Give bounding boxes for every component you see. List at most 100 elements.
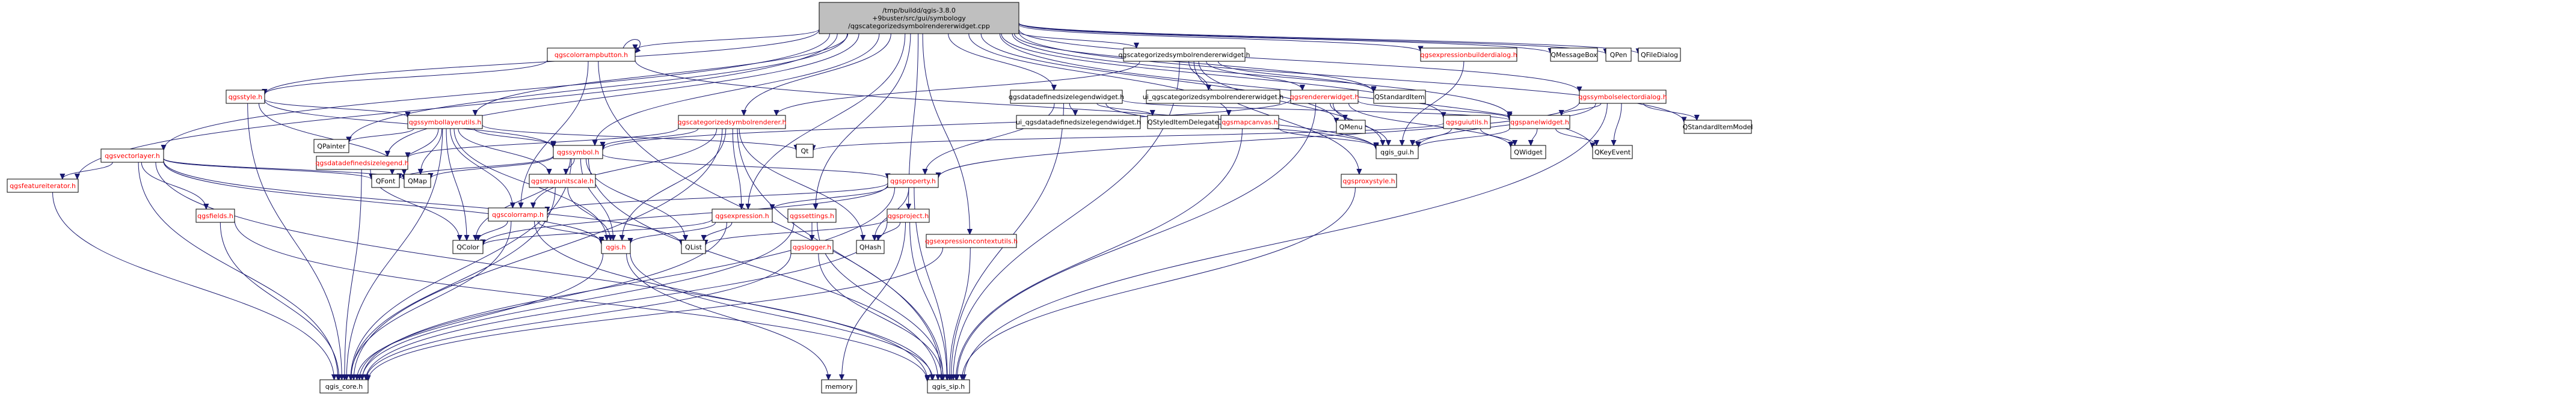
- edge-qgsexpression-to-qgis_core: [360, 222, 727, 380]
- edge-qgsexpressionbuilderdialog-to-qgis_gui: [1402, 61, 1465, 145]
- node-label-qgsrendererwidget: qgsrendererwidget.h: [1290, 93, 1359, 101]
- node-qgssymbollayerutils[interactable]: qgssymbollayerutils.h: [407, 115, 483, 129]
- edge-qgssymbol-to-qgis_core: [351, 158, 572, 380]
- node-box-ui_qgsdatadefined: [1016, 115, 1141, 129]
- edge-qgscategorizedsymbolrenderer-to-qgis_core: [354, 128, 723, 380]
- node-label-qgscolorramp: qgscolorramp.h: [492, 211, 544, 219]
- edge-qgssymbolselectordialog-to-qkeyevent: [1614, 103, 1622, 145]
- node-box-qt: [796, 144, 814, 158]
- node-box-qgsproperty: [887, 174, 939, 188]
- node-qgscolorramp[interactable]: qgscolorramp.h: [488, 207, 548, 222]
- node-qkeyevent: QKeyEvent: [1592, 145, 1633, 159]
- edge-root-to-qgsfeatureiterator: [77, 33, 838, 179]
- node-label-qgscategorizedsymbolrendererwidget_h: qgscategorizedsymbolrendererwidget.h: [1118, 51, 1250, 59]
- node-qgsvectorlayer[interactable]: qgsvectorlayer.h: [100, 148, 164, 163]
- node-qgssymbol[interactable]: qgssymbol.h: [553, 145, 603, 159]
- edge-qgscolorrampbutton-to-qgsstyle: [265, 59, 548, 94]
- node-label-qfiledialog: QFileDialog: [1641, 51, 1678, 59]
- node-box-qwidget: [1510, 145, 1546, 159]
- edge-qgscolorrampbutton-to-qgis_gui: [635, 59, 1376, 150]
- edge-qgsvectorlayer-to-qgis_sip: [155, 162, 927, 380]
- node-qgssettings[interactable]: qgssettings.h: [787, 209, 837, 223]
- edge-qgsfeatureiterator-to-qgis_core: [52, 192, 334, 380]
- edge-qgscolorramp-to-qgis_h: [537, 221, 601, 242]
- node-qgsproject[interactable]: qgsproject.h: [887, 209, 930, 223]
- edge-qgscolorramp-to-qcolor: [478, 221, 508, 240]
- edge-qgsexpression-to-qlist: [704, 222, 733, 240]
- node-box-qgssymbollayerutils: [407, 115, 483, 129]
- edge-qgscategorizedsymbolrendererwidget_h-to-qgscategorizedsymbolrenderer: [776, 61, 1140, 115]
- node-qgsexpressioncontextutils[interactable]: qgsexpressioncontextutils.h: [925, 234, 1018, 248]
- node-qgis_h[interactable]: qgis.h: [601, 240, 631, 254]
- node-label-qmessagebox: QMessageBox: [1551, 51, 1597, 59]
- node-qgis_gui: qgis_gui.h: [1376, 145, 1419, 159]
- edge-qgssettings-to-qgis_core: [362, 222, 795, 380]
- node-label-qgis_core: qgis_core.h: [325, 383, 363, 391]
- node-box-qgssettings: [787, 209, 837, 223]
- node-qmap: QMap: [404, 174, 431, 188]
- node-qgscategorizedsymbolrenderer[interactable]: qgscategorizedsymbolrenderer.h: [678, 115, 787, 129]
- edge-qgsproject-to-qgis_sip: [909, 222, 947, 380]
- edge-root-to-qgsexpressionbuilderdialog: [1018, 24, 1421, 52]
- edge-qgssymbol-to-qgis_h: [580, 158, 613, 240]
- node-label-qgsguiutils: qgsguiutils.h: [1446, 118, 1488, 126]
- node-box-qmessagebox: [1550, 47, 1598, 62]
- node-box-qstandarditemmodel: [1683, 120, 1752, 134]
- node-label-qgsdatadefinedsizelegend: qgsdatadefinedsizelegend.h: [315, 159, 408, 167]
- edge-qgis_h-to-qgis_sip: [630, 253, 933, 380]
- node-qgsstyle[interactable]: qgsstyle.h: [226, 90, 265, 104]
- edge-root-to-qgssettings: [816, 33, 911, 209]
- node-box-qgsmapcanvas: [1220, 115, 1279, 129]
- node-label-qgsstyle: qgsstyle.h: [229, 93, 263, 101]
- node-label-qgsexpression: qgsexpression.h: [715, 212, 769, 220]
- node-box-qstandarditem: [1373, 90, 1426, 104]
- node-qgsdatadefinedsizelegend[interactable]: qgsdatadefinedsizelegend.h: [315, 156, 409, 170]
- edge-qgspanelwidget-to-qgis_gui: [1418, 128, 1510, 148]
- edge-qgsrendererwidget-to-qgis_sip: [957, 103, 1317, 380]
- node-box-qgsdatadefinedsizelegend: [316, 156, 408, 170]
- edge-root-to-qmenu: [980, 33, 1336, 123]
- node-qgsmapunitscale[interactable]: qgsmapunitscale.h: [529, 174, 596, 188]
- edge-qgsproject-to-qhash: [878, 222, 901, 240]
- node-qfiledialog: QFileDialog: [1638, 47, 1681, 62]
- edge-qgsdatadefinedsizelegend-to-qgis_core: [345, 169, 362, 380]
- node-qgsexpressionbuilderdialog[interactable]: qgsexpressionbuilderdialog.h: [1420, 47, 1517, 62]
- edge-qgsexpressioncontextutils-to-qgis_sip: [950, 247, 971, 380]
- edge-qgsfields-to-qgis_sip: [234, 220, 927, 382]
- node-label-qwidget: QWidget: [1514, 148, 1543, 156]
- node-qgssymbolselectordialog[interactable]: qgssymbolselectordialog.h: [1578, 90, 1667, 104]
- node-qgsfeatureiterator[interactable]: qgsfeatureiterator.h: [7, 178, 79, 193]
- node-qgsrendererwidget[interactable]: qgsrendererwidget.h: [1290, 90, 1359, 104]
- edge-qgsvectorlayer-to-qgsfields: [141, 162, 206, 209]
- node-qgsmapcanvas[interactable]: qgsmapcanvas.h: [1220, 115, 1279, 129]
- node-box-qgsvectorlayer: [100, 148, 164, 163]
- edge-root-to-qgsstyle: [265, 29, 820, 94]
- edge-qgscategorizedsymbolrenderer-to-qgsexpression: [732, 128, 742, 209]
- edges-layer: [52, 22, 1697, 382]
- node-box-qgssymbol: [553, 145, 603, 159]
- edge-qgscategorizedsymbolrenderer-to-qhash: [739, 128, 863, 240]
- edge-qgssymbollayerutils-to-qt: [482, 124, 796, 150]
- edge-qgscategorizedsymbolrendererwidget_h-to-qgis_sip: [953, 61, 1180, 380]
- node-qgsguiutils[interactable]: qgsguiutils.h: [1443, 115, 1491, 129]
- node-qgsexpression[interactable]: qgsexpression.h: [712, 209, 773, 223]
- node-label-root-1: +9buster/src/gui/symbology: [872, 14, 966, 22]
- edge-qgsmapcanvas-to-qgis_sip: [956, 128, 1243, 380]
- edge-qgscategorizedsymbolrenderer-to-qgsdatadefinedsizelegend: [408, 127, 679, 158]
- node-qgscolorrampbutton[interactable]: qgscolorrampbutton.h: [547, 47, 636, 62]
- edge-qgscolorrampbutton-to-qgscolorramp: [521, 61, 589, 208]
- node-label-qgsmapunitscale: qgsmapunitscale.h: [531, 177, 594, 185]
- node-qgspanelwidget[interactable]: qgspanelwidget.h: [1509, 115, 1570, 129]
- node-qgslogger[interactable]: qgslogger.h: [790, 240, 834, 254]
- edge-qgsproxystyle-to-qgis_sip: [962, 187, 1356, 380]
- edge-qgsvectorlayer-to-qlist: [163, 160, 681, 245]
- node-label-qgssymbolselectordialog: qgssymbolselectordialog.h: [1578, 93, 1667, 101]
- edge-root-to-qfiledialog: [1018, 22, 1638, 53]
- node-box-root: [819, 2, 1019, 34]
- node-label-ui_qgscategorized: ui_qgscategorizedsymbolrendererwidget.h: [1143, 93, 1284, 101]
- node-qgsproperty[interactable]: qgsproperty.h: [887, 174, 939, 188]
- node-box-qgsguiutils: [1443, 115, 1491, 129]
- node-box-qmenu: [1336, 120, 1366, 134]
- node-qgsproxystyle[interactable]: qgsproxystyle.h: [1341, 174, 1397, 188]
- node-qgsfields[interactable]: qgsfields.h: [195, 209, 235, 223]
